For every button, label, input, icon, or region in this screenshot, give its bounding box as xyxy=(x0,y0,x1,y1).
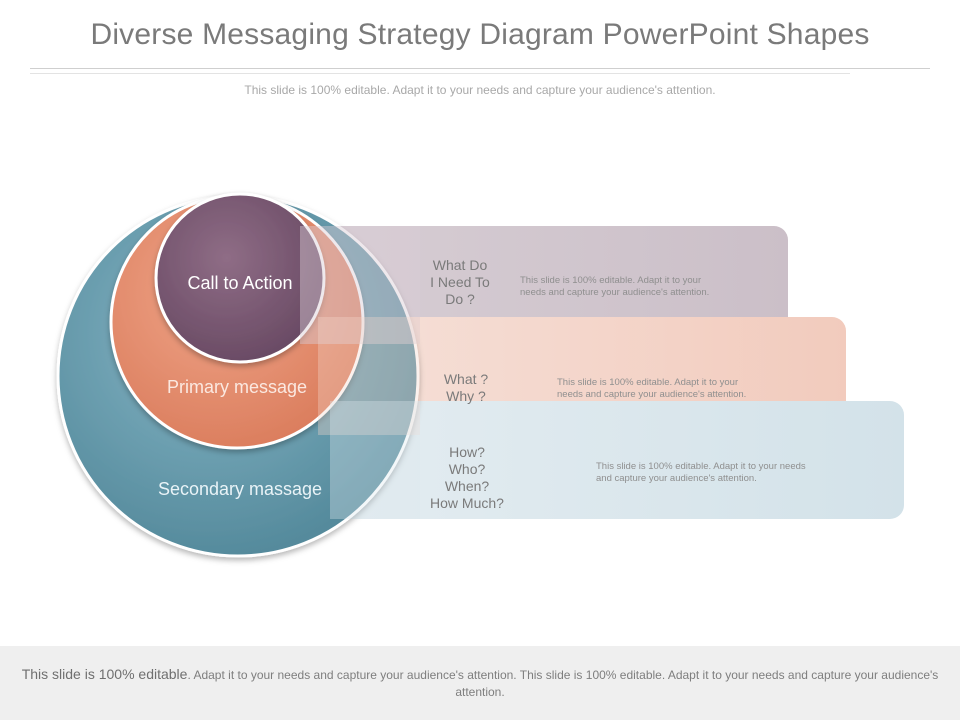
title-divider xyxy=(30,68,930,69)
band-2-description: This slide is 100% editable. Adapt it to… xyxy=(557,377,797,401)
band-3-question-line: When? xyxy=(444,478,490,494)
circle-label-call-to-action: Call to Action xyxy=(187,273,293,293)
band-overlay-1 xyxy=(300,226,420,344)
footer-text: This slide is 100% editable. Adapt it to… xyxy=(0,646,960,701)
band-3-description: This slide is 100% editable. Adapt it to… xyxy=(596,461,866,485)
slide-title: Diverse Messaging Strategy Diagram Power… xyxy=(90,18,870,51)
band-1-question: What Do I Need To Do ? xyxy=(410,257,510,308)
band-1-description-line: needs and capture your audience's attent… xyxy=(520,287,710,298)
title-divider-secondary xyxy=(30,73,850,74)
footer-rest: . Adapt it to your needs and capture you… xyxy=(187,668,939,699)
band-1-question-line: What Do xyxy=(432,257,488,273)
band-3-question: How? Who? When? How Much? xyxy=(412,444,522,512)
band-3-description-line: and capture your audience's attention. xyxy=(596,473,757,484)
band-3-question-line: Who? xyxy=(448,461,486,477)
circle-label-primary-message: Primary message xyxy=(166,377,308,397)
band-3-description-line: This slide is 100% editable. Adapt it to… xyxy=(596,461,806,472)
band-overlay-2 xyxy=(318,317,420,435)
band-2-description-line: needs and capture your audience's attent… xyxy=(557,389,747,400)
band-1-question-line: I Need To xyxy=(430,274,490,290)
slide-footer: This slide is 100% editable. Adapt it to… xyxy=(0,646,960,720)
band-overlay-3 xyxy=(330,401,420,519)
band-3-question-line: How? xyxy=(449,444,485,460)
band-2-question-line: What ? xyxy=(443,371,489,387)
band-2-question-line: Why ? xyxy=(446,388,486,404)
circle-label-secondary-message: Secondary massage xyxy=(157,479,323,499)
band-3-question-line: How Much? xyxy=(430,495,504,511)
band-2-description-line: This slide is 100% editable. Adapt it to… xyxy=(557,377,739,388)
band-2-question: What ? Why ? xyxy=(416,371,516,405)
band-1-description: This slide is 100% editable. Adapt it to… xyxy=(520,275,760,299)
inner-circle xyxy=(154,192,326,364)
band-1-description-line: This slide is 100% editable. Adapt it to… xyxy=(520,275,702,286)
slide-subtitle: This slide is 100% editable. Adapt it to… xyxy=(244,83,716,97)
band-1-question-line: Do ? xyxy=(445,291,475,307)
footer-lead: This slide is 100% editable xyxy=(21,666,188,682)
